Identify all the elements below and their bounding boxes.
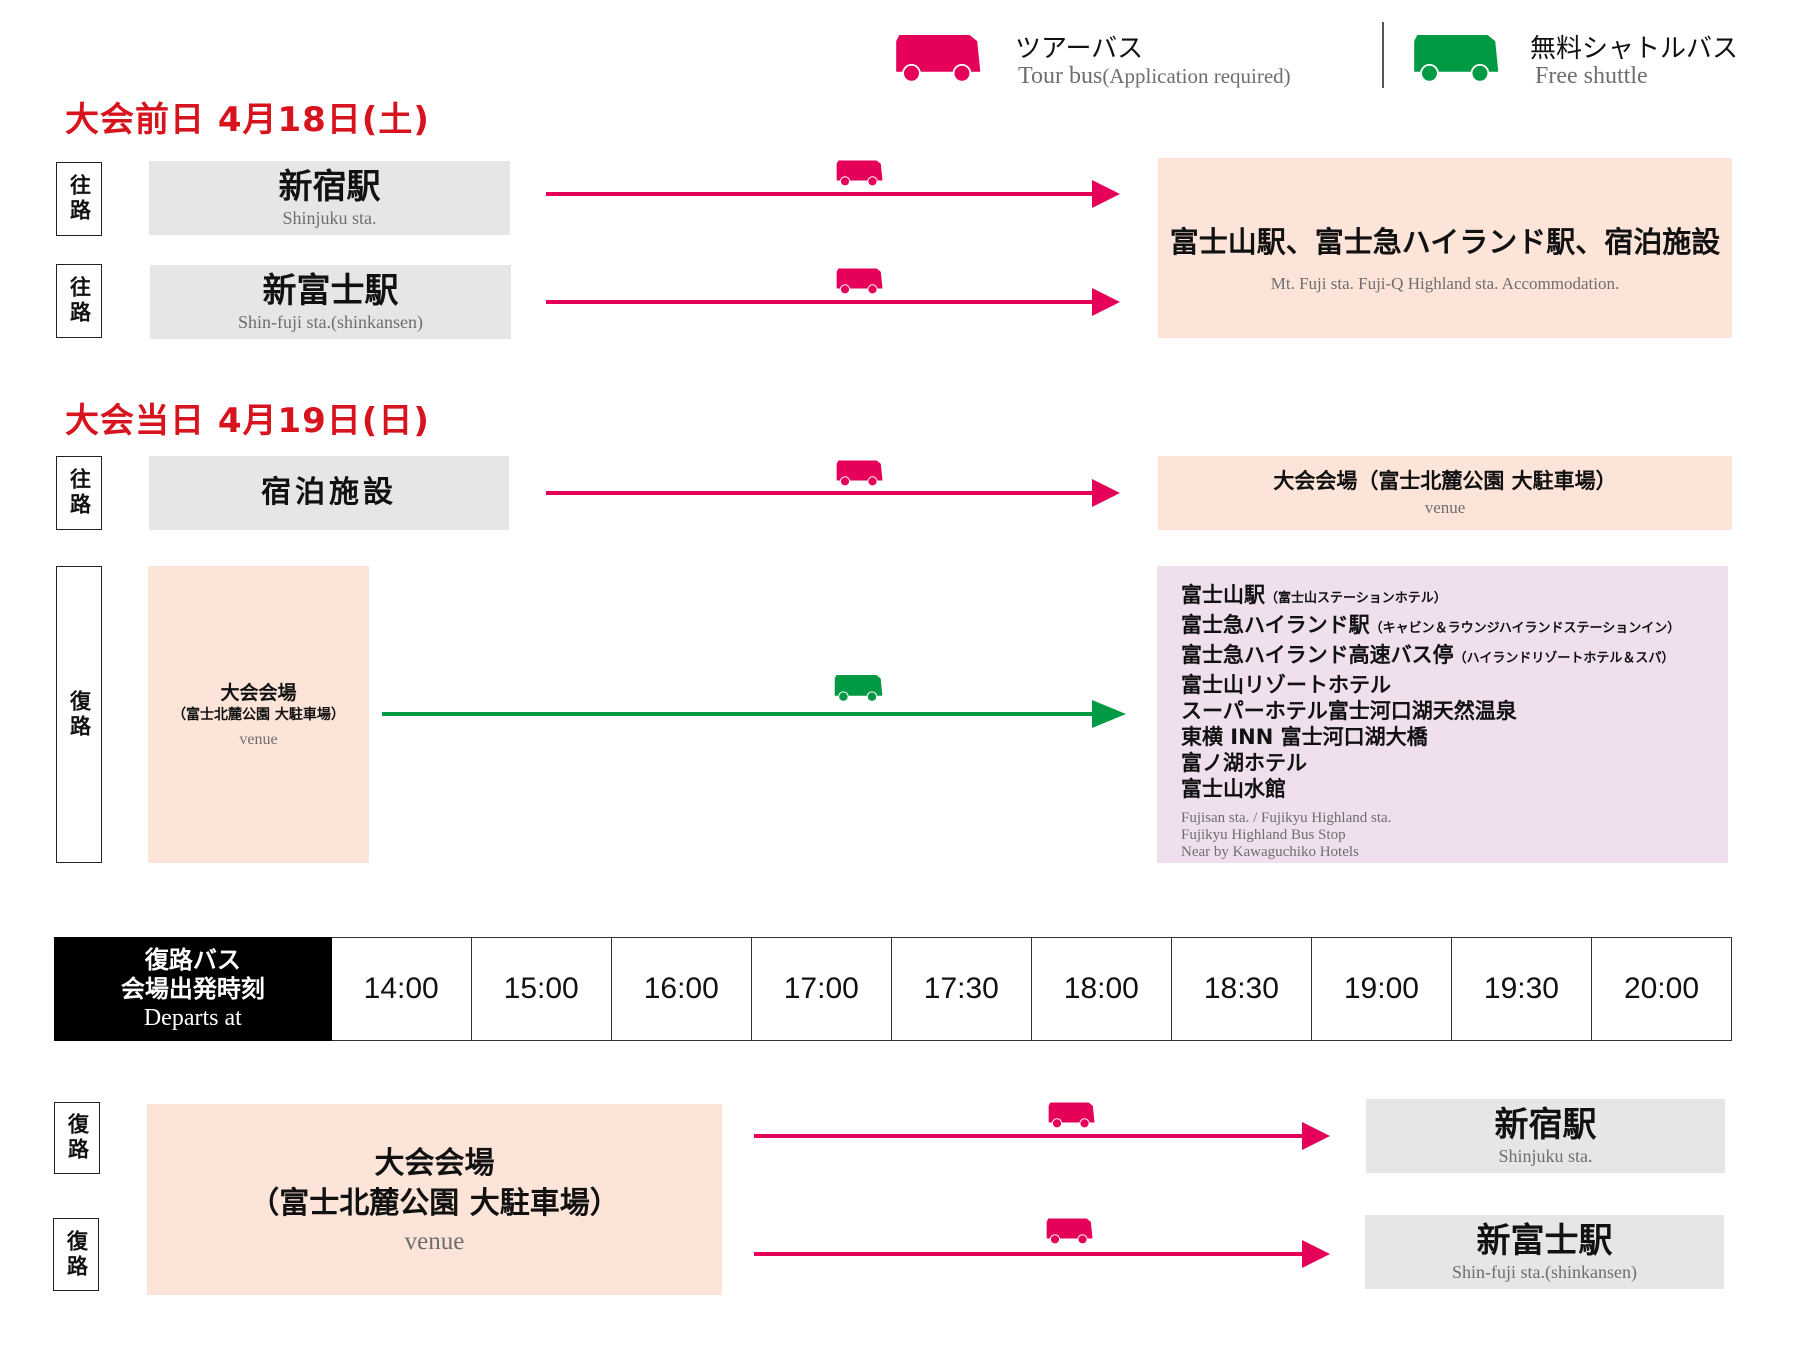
departure-time: 19:00 [1310, 937, 1452, 1041]
departure-time: 20:00 [1590, 937, 1733, 1041]
header-jp: 復路バス [144, 946, 241, 974]
direction-text: 復路 [64, 1229, 89, 1280]
destination-item: 東横 INN 富士河口湖大橋 [1181, 725, 1428, 749]
departure-time: 17:30 [890, 937, 1032, 1041]
departure-time: 15:00 [470, 937, 612, 1041]
direction-text: 復路 [67, 689, 92, 740]
direction-label: 往路 [56, 264, 102, 338]
departure-time: 18:00 [1030, 937, 1172, 1041]
destination-list: 富士山駅（富士山ステーションホテル） 富士急ハイランド駅（キャビン＆ラウンジハイ… [1181, 582, 1728, 802]
departure-time: 16:00 [610, 937, 752, 1041]
destination-jp: 新宿駅 [1494, 1105, 1597, 1145]
tour-bus-icon [835, 266, 885, 296]
tour-bus-icon [835, 458, 885, 488]
destination-item: 富士山水館 [1181, 777, 1286, 801]
legend-divider [1382, 22, 1384, 88]
origin-accommodation: 宿泊施設 [149, 456, 509, 530]
destination-en-list: Fujisan sta. / Fujikyu Highland sta. Fuj… [1181, 810, 1728, 861]
direction-label: 復路 [56, 566, 102, 863]
origin-jp: 宿泊施設 [261, 475, 397, 510]
timetable-row: 復路バス 会場出発時刻 Departs at 14:00 15:00 16:00… [54, 937, 1733, 1041]
destination-item: スーパーホテル富士河口湖天然温泉 [1181, 699, 1517, 723]
legend-shuttle-en: Free shuttle [1535, 63, 1648, 89]
legend-tour-bus-en-note: (Application required) [1102, 64, 1291, 88]
header-jp-sub: 会場出発時刻 [120, 975, 265, 1003]
departure-time: 14:00 [330, 937, 472, 1041]
legend: ツアーバス Tour bus(Application required) 無料シ… [893, 22, 1793, 98]
direction-label: 往路 [56, 162, 102, 236]
destination-item: 富士山駅（富士山ステーションホテル） [1181, 583, 1447, 607]
destination-item: 富士急ハイランド駅（キャビン＆ラウンジハイランドステーションイン） [1181, 613, 1681, 637]
venue-en: venue [1424, 498, 1466, 517]
destination-shin-fuji: 新富士駅 Shin-fuji sta.(shinkansen) [1365, 1215, 1724, 1289]
tour-bus-icon [893, 32, 985, 84]
venue-destination: 大会会場（富士北麓公園 大駐車場） venue [1158, 456, 1732, 530]
day2-heading: 大会当日 4月19日(日) [65, 401, 430, 441]
destination-item: 富士急ハイランド高速バス停（ハイランドリゾートホテル＆スパ） [1181, 643, 1675, 667]
day1-heading: 大会前日 4月18日(土) [65, 100, 430, 140]
origin-jp: 新富士駅 [262, 271, 399, 311]
shuttle-destinations: 富士山駅（富士山ステーションホテル） 富士急ハイランド駅（キャビン＆ラウンジハイ… [1157, 566, 1728, 863]
destination-item: 富ノ湖ホテル [1181, 751, 1307, 775]
direction-text: 復路 [65, 1113, 90, 1163]
venue-en: venue [404, 1227, 465, 1255]
destination-jp: 新富士駅 [1476, 1221, 1613, 1261]
direction-label: 復路 [53, 1218, 99, 1291]
timetable-header: 復路バス 会場出発時刻 Departs at [54, 937, 332, 1041]
tour-bus-icon [1047, 1100, 1097, 1130]
destination-en: Shinjuku sta. [1498, 1146, 1593, 1166]
venue-jp: 大会会場（富士北麓公園 大駐車場） [1273, 469, 1617, 493]
venue-jp-sub: （富士北麓公園 大駐車場） [249, 1185, 620, 1221]
origin-shinjuku: 新宿駅 Shinjuku sta. [149, 161, 510, 235]
legend-tour-bus-jp: ツアーバス [1015, 34, 1144, 64]
shuttle-bus-icon [1411, 32, 1503, 84]
day1-destination: 富士山駅、富士急ハイランド駅、宿泊施設 Mt. Fuji sta. Fuji-Q… [1158, 158, 1732, 338]
origin-en: Shin-fuji sta.(shinkansen) [238, 312, 423, 332]
shuttle-bus-icon [833, 673, 885, 703]
venue-origin: 大会会場 （富士北麓公園 大駐車場） venue [147, 1104, 722, 1295]
legend-shuttle-jp: 無料シャトルバス [1530, 34, 1739, 64]
direction-label: 復路 [54, 1102, 100, 1174]
venue-jp: 大会会場 [374, 1145, 495, 1181]
origin-en: Shinjuku sta. [282, 208, 377, 228]
departure-time: 19:30 [1450, 937, 1592, 1041]
departure-timetable: 復路バス 会場出発時刻 Departs at 14:00 15:00 16:00… [54, 937, 1733, 1041]
destination-en: Fujisan sta. / Fujikyu Highland sta. [1181, 810, 1392, 826]
venue-en: venue [239, 730, 278, 748]
destination-item: 富士山リゾートホテル [1181, 673, 1391, 697]
header-en: Departs at [143, 1004, 242, 1031]
tour-bus-icon [1045, 1216, 1095, 1246]
direction-label: 往路 [56, 456, 102, 530]
destination-en: Mt. Fuji sta. Fuji-Q Highland sta. Accom… [1270, 274, 1620, 293]
legend-tour-bus-en-main: Tour bus [1018, 63, 1103, 89]
departure-time: 18:30 [1170, 937, 1312, 1041]
venue-jp-sub: （富士北麓公園 大駐車場） [172, 706, 345, 723]
venue-jp: 大会会場 [220, 681, 297, 704]
destination-en: Near by Kawaguchiko Hotels [1181, 844, 1359, 860]
destination-shinjuku: 新宿駅 Shinjuku sta. [1366, 1099, 1725, 1173]
origin-jp: 新宿駅 [278, 167, 381, 207]
legend-tour-bus-en: Tour bus(Application required) [1018, 63, 1291, 90]
direction-text: 往路 [67, 174, 92, 224]
departure-time: 17:00 [750, 937, 892, 1041]
origin-shin-fuji: 新富士駅 Shin-fuji sta.(shinkansen) [150, 265, 511, 339]
tour-bus-icon [835, 158, 885, 188]
destination-en: Shin-fuji sta.(shinkansen) [1452, 1262, 1637, 1282]
venue-origin: 大会会場 （富士北麓公園 大駐車場） venue [148, 566, 369, 863]
direction-text: 往路 [67, 276, 92, 326]
direction-text: 往路 [67, 468, 92, 518]
destination-jp: 富士山駅、富士急ハイランド駅、宿泊施設 [1169, 225, 1721, 259]
destination-en: Fujikyu Highland Bus Stop [1181, 827, 1346, 843]
